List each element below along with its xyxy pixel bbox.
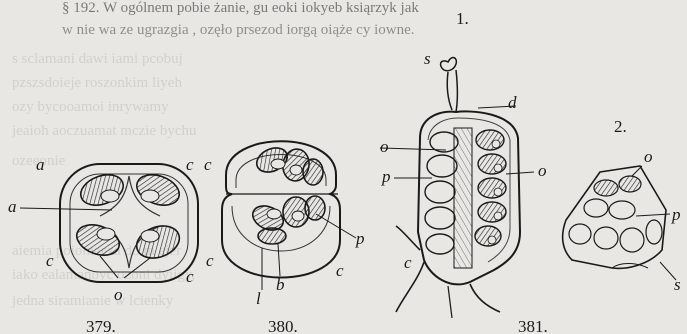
figure-381-2-drawing (563, 166, 676, 280)
figure-number-379: 379. (86, 318, 116, 334)
label-a: a (8, 198, 17, 215)
label-l-380: l (256, 290, 261, 307)
view-number-1: 1. (456, 10, 469, 27)
label-p-381: p (382, 168, 391, 185)
label-b-380: b (276, 276, 285, 293)
label-c-381: c (404, 254, 412, 271)
label-c-380-bottom: c (336, 262, 344, 279)
label-s-381: s (424, 50, 431, 67)
label-p-381-2: p (672, 206, 681, 223)
label-s-381-2: s (674, 276, 681, 293)
figure-number-380: 380. (268, 318, 298, 334)
label-o-381-2: o (644, 148, 653, 165)
label-o-381-right: o (538, 162, 547, 179)
label-c-bottom-left: c (46, 252, 54, 269)
label-c-lower: c (186, 268, 194, 285)
label-c-top-right: c (186, 156, 194, 173)
label-o-381-left: o (380, 138, 389, 155)
label-c-bottom-right: c (206, 252, 214, 269)
label-c-380-top: c (204, 156, 212, 173)
label-p-380: p (356, 230, 365, 247)
figure-number-381: 381. (518, 318, 548, 334)
label-d-381: d (508, 94, 517, 111)
label-a-top: a (36, 156, 45, 173)
label-o: o (114, 286, 123, 303)
view-number-2: 2. (614, 118, 627, 135)
